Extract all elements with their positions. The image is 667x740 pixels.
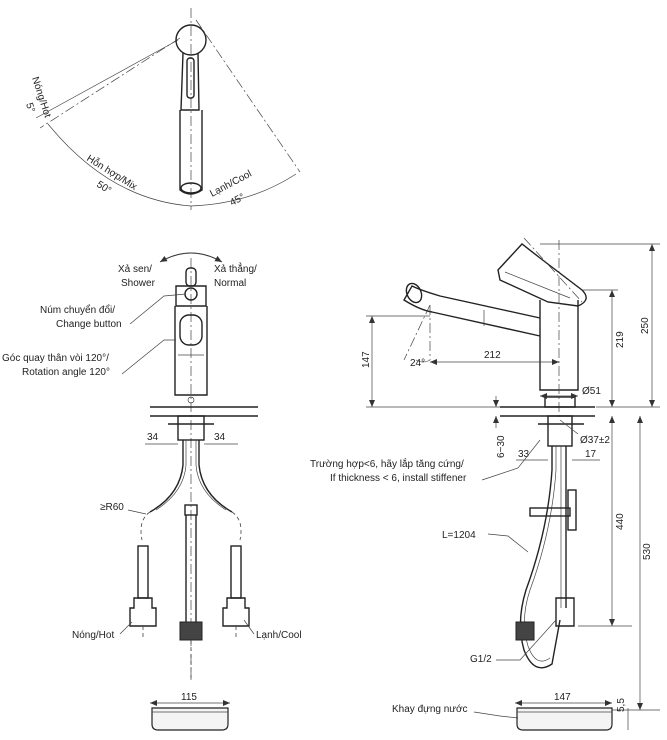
front-view: Xả sen/ Shower Xả thẳng/ Normal Núm chuy… xyxy=(2,252,302,731)
side-view: 24° 147 212 219 250 Ø51 6~30 Ø37±2 xyxy=(310,237,660,731)
diameter-37: Ø37±2 xyxy=(580,435,610,446)
cool-connector xyxy=(222,597,250,627)
cool-supply-pipe xyxy=(230,545,242,599)
dim-17: 17 xyxy=(585,449,597,460)
front-body xyxy=(174,306,208,396)
tray-height: 5,5 xyxy=(616,698,627,712)
deck-thickness: 6~30 xyxy=(496,435,507,458)
diameter-51: Ø51 xyxy=(582,386,601,397)
side-spout xyxy=(403,285,541,337)
bend-radius: ≥R60 xyxy=(100,502,124,513)
rotation-arrow xyxy=(159,252,223,263)
spray-angle: 24° xyxy=(410,358,425,369)
front-tray xyxy=(151,707,229,731)
side-handle xyxy=(497,243,587,307)
front-handle xyxy=(175,285,207,307)
cool-angle: 45° xyxy=(228,192,247,209)
normal-label-en: Normal xyxy=(214,278,246,289)
hot-supply-label: Nóng/Hot xyxy=(72,630,114,641)
side-hose-weight xyxy=(515,621,535,641)
dim-33: 33 xyxy=(518,449,530,460)
handle-lever xyxy=(180,52,200,111)
hot-angle: 5° xyxy=(23,102,36,114)
tray-label: Khay đựng nước xyxy=(392,704,468,715)
mounting-shank xyxy=(177,415,205,441)
cool-label: Lạnh/Cool xyxy=(208,169,253,200)
hot-hose-top xyxy=(149,440,184,513)
spray-head xyxy=(405,282,423,304)
height-147: 147 xyxy=(361,351,372,368)
rotation-label-vn: Góc quay thân vòi 120°/ xyxy=(2,353,109,364)
handle-head xyxy=(175,24,207,56)
height-219: 219 xyxy=(615,331,626,348)
cool-hose-top xyxy=(198,440,233,513)
height-440: 440 xyxy=(615,513,626,530)
shower-label-vn: Xả sen/ xyxy=(118,264,152,275)
button-label-vn: Núm chuyển đổi/ xyxy=(40,304,115,316)
hose-length: L=1204 xyxy=(442,530,476,541)
side-pull-out-hose xyxy=(519,446,561,669)
height-250: 250 xyxy=(640,317,651,334)
dim-right-34: 34 xyxy=(214,432,226,443)
stiffener-note-en: If thickness < 6, install stiffener xyxy=(330,473,467,484)
cool-limit-line xyxy=(195,19,301,173)
reach-212: 212 xyxy=(484,350,501,361)
rotation-arc xyxy=(47,123,297,207)
dim-left-34: 34 xyxy=(147,432,159,443)
hot-label: Nóng/Hot xyxy=(29,76,53,120)
hose-weight xyxy=(179,621,203,641)
hot-supply-pipe xyxy=(137,545,149,599)
hot-connector xyxy=(129,597,157,627)
side-tray xyxy=(516,707,613,731)
height-530: 530 xyxy=(642,543,653,560)
mix-angle: 50° xyxy=(94,179,113,196)
normal-label-vn: Xả thẳng/ xyxy=(214,262,257,275)
side-connector xyxy=(555,597,575,627)
tray-width-147: 147 xyxy=(554,692,571,703)
top-view: Nóng/Hot 5° Hỗn hợp/Mix 50° Lạnh/Cool 45… xyxy=(23,8,301,210)
stiffener-note-vn: Trường hợp<6, hãy lắp tăng cứng/ xyxy=(310,457,464,470)
button-label-en: Change button xyxy=(56,319,122,330)
side-shank xyxy=(547,415,573,447)
spout-body-top xyxy=(179,110,203,195)
hot-limit-line xyxy=(39,37,181,129)
tray-width-115: 115 xyxy=(181,692,197,703)
thread-size: G1/2 xyxy=(470,654,492,665)
shower-label-en: Shower xyxy=(121,278,156,289)
cool-supply-label: Lạnh/Cool xyxy=(256,630,302,641)
rotation-label-en: Rotation angle 120° xyxy=(22,367,110,378)
